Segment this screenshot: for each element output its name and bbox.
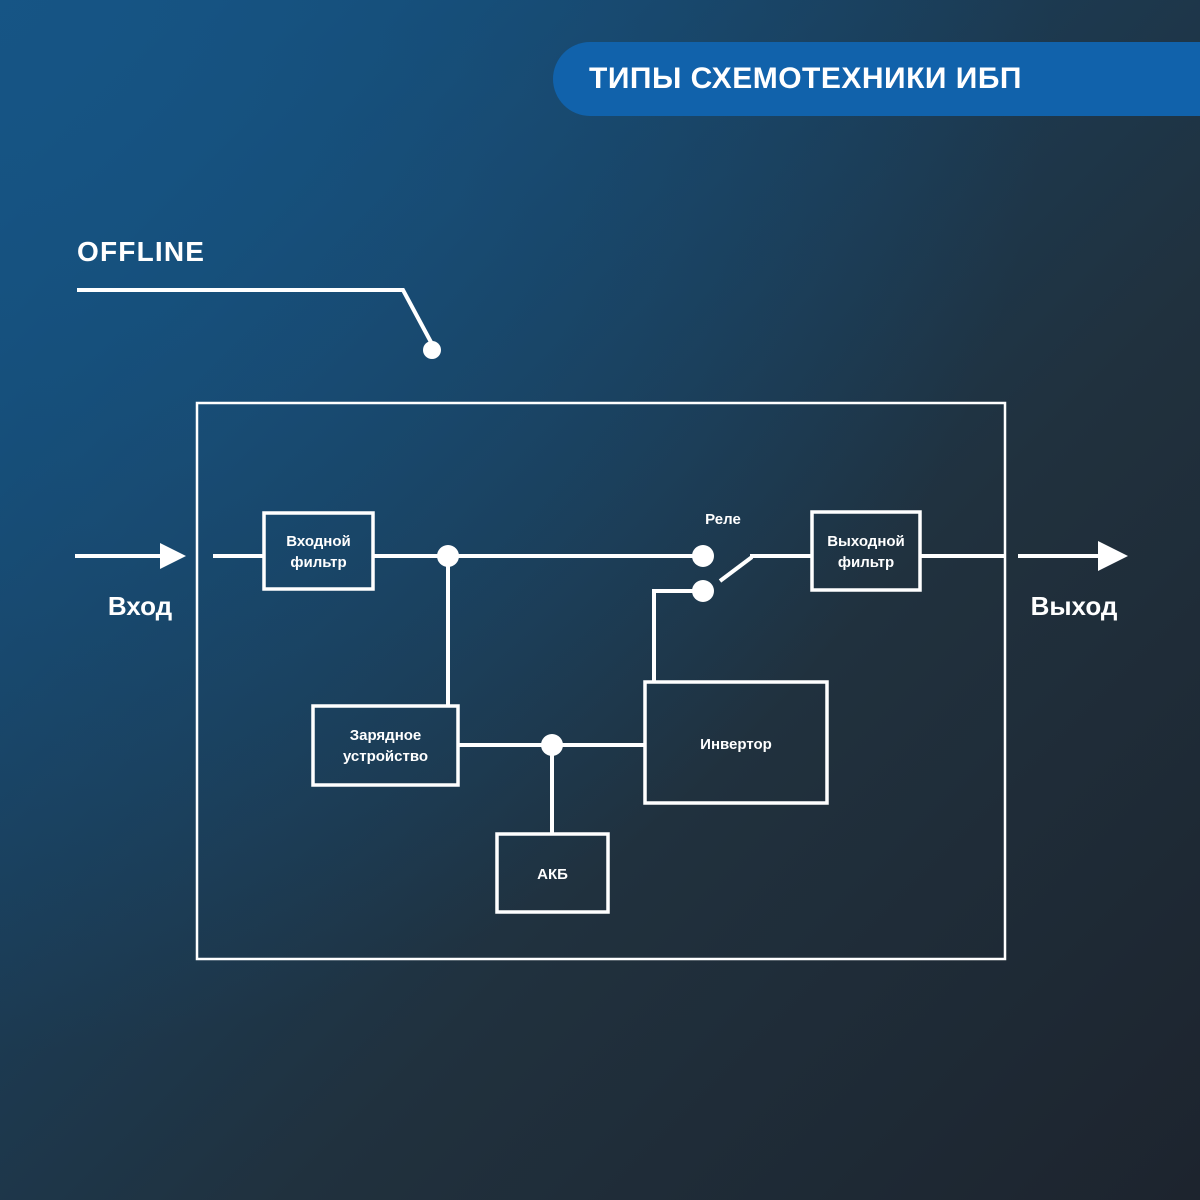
block-inverter-label: Инвертор	[700, 736, 772, 753]
block-input-filter-label-line2: фильтр	[290, 554, 346, 571]
block-output-filter-label-line1: Выходной	[827, 533, 905, 550]
offline-leader-dot	[423, 341, 441, 359]
page-title: ТИПЫ СХЕМОТЕХНИКИ ИБП	[589, 62, 1022, 95]
relay-terminal-lower	[692, 580, 714, 602]
section-label-offline: OFFLINE	[77, 236, 206, 267]
junction-dot-battery	[541, 734, 563, 756]
block-charger-label-line1: Зарядное	[350, 727, 422, 744]
block-input-filter-label-line1: Входной	[286, 533, 351, 550]
block-battery-label: АКБ	[537, 866, 568, 883]
relay-switch-arm	[718, 555, 754, 583]
offline-leader-line	[77, 288, 441, 359]
ups-enclosure-outline	[195, 401, 1007, 961]
output-arrowhead	[1098, 541, 1128, 571]
block-input-filter: Входной фильтр	[262, 511, 375, 591]
block-output-filter: Выходной фильтр	[810, 510, 922, 592]
relay-label: Реле	[705, 511, 741, 528]
input-arrowhead	[160, 543, 186, 569]
block-inverter: Инвертор	[643, 680, 829, 805]
wire-inverter-to-relay	[652, 589, 703, 682]
output-label: Выход	[1031, 591, 1118, 621]
block-charger-label-line2: устройство	[343, 748, 428, 765]
block-battery: АКБ	[495, 832, 610, 914]
wiring	[75, 554, 1105, 834]
relay-terminal-upper	[692, 545, 714, 567]
title-banner: ТИПЫ СХЕМОТЕХНИКИ ИБП	[553, 42, 1200, 116]
input-label: Вход	[108, 591, 173, 621]
junction-dot-input	[437, 545, 459, 567]
block-charger: Зарядное устройство	[311, 704, 460, 787]
block-output-filter-label-line2: фильтр	[838, 554, 894, 571]
